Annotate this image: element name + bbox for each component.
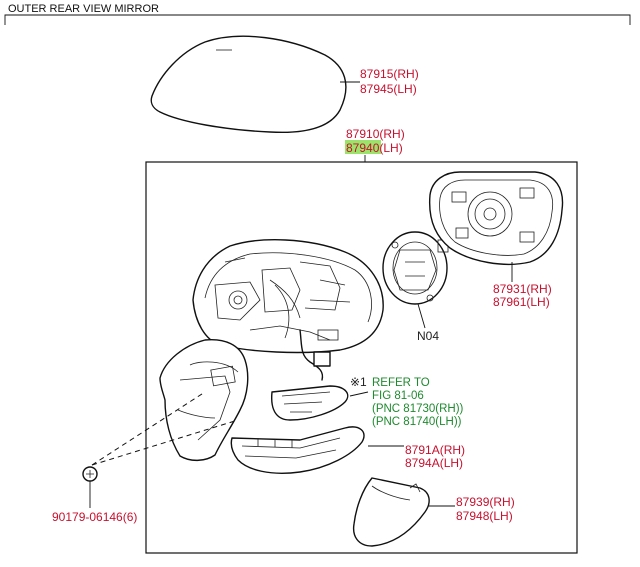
screw-guide-line-1	[91, 391, 206, 466]
mirror-motor-part[interactable]	[382, 231, 449, 305]
reference-line-4[interactable]: (PNC 81740(LH))	[372, 416, 462, 428]
assembly-highlight	[345, 140, 381, 154]
assembly-part-number-lh[interactable]: 87940(LH)	[346, 141, 403, 155]
lower-cover-part[interactable]	[352, 477, 430, 547]
motor-leader-line	[417, 303, 426, 329]
glass-part-number-lh[interactable]: 87961(LH)	[493, 295, 550, 309]
lamp-cover-part-number-lh[interactable]: 8794A(LH)	[405, 456, 463, 470]
glass-part-number-rh[interactable]: 87931(RH)	[493, 282, 552, 296]
lamp-ref-leader-line	[349, 391, 369, 397]
mirror-cover-part[interactable]	[150, 35, 347, 134]
side-turn-lamp-part[interactable]	[271, 385, 349, 421]
assembly-frame	[145, 161, 578, 554]
mirror-base-part[interactable]	[159, 338, 249, 462]
lower-cover-part-number-rh[interactable]: 87939(RH)	[456, 495, 515, 509]
mirror-glass-part[interactable]	[428, 171, 564, 265]
screw-part-number[interactable]: 90179-06146(6)	[52, 510, 137, 524]
cover-part-number-rh[interactable]: 87915(RH)	[360, 67, 419, 81]
screw-part[interactable]	[82, 466, 98, 482]
reference-line-2[interactable]: FIG 81-06	[372, 390, 424, 402]
screw-guide-line-2	[91, 419, 239, 466]
diagram-title: OUTER REAR VIEW MIRROR	[8, 3, 159, 15]
reference-line-1[interactable]: REFER TO	[372, 377, 430, 389]
reference-mark: ※1	[350, 375, 367, 389]
lamp-cover-part-number-rh[interactable]: 8791A(RH)	[405, 443, 465, 457]
mirror-housing-part[interactable]	[192, 239, 384, 381]
cover-part-number-lh[interactable]: 87945(LH)	[360, 82, 417, 96]
lower-cover-part-number-lh[interactable]: 87948(LH)	[456, 509, 513, 523]
lamp-cover-part[interactable]	[230, 426, 365, 474]
motor-code-label[interactable]: N04	[417, 329, 439, 343]
header-bracket	[4, 14, 631, 25]
assembly-part-number-rh[interactable]: 87910(RH)	[346, 127, 405, 141]
reference-line-3[interactable]: (PNC 81730(RH))	[372, 403, 464, 415]
